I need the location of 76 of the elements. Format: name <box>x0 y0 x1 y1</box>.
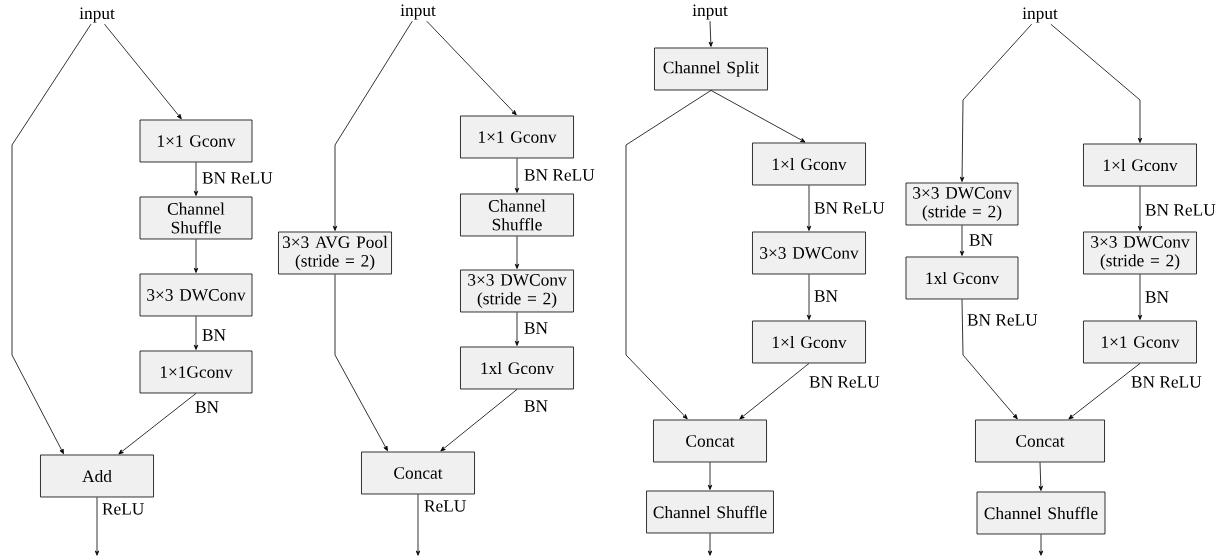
layer-box: 1×l Gconv <box>752 142 866 186</box>
arrow <box>961 299 1018 420</box>
arrow <box>625 90 712 420</box>
arrow <box>1137 186 1143 231</box>
edge-label: BN ReLU <box>966 313 1039 327</box>
layer-box: 1×1 Gconv <box>139 119 253 163</box>
arrow <box>514 312 520 346</box>
layer-box: 3×3 DWConv <box>752 231 866 275</box>
layer-box: 1×1Gconv <box>139 350 253 394</box>
input-label: input <box>79 7 115 23</box>
layer-box: 1×1 Gconv <box>460 115 574 159</box>
arrow <box>193 316 199 350</box>
arrow <box>440 389 518 452</box>
layer-box: 1×l Gconv <box>1083 143 1197 187</box>
arrow <box>959 23 1033 182</box>
arrow <box>959 225 965 256</box>
edge-label: BN ReLU <box>813 201 886 215</box>
arrow <box>514 158 520 193</box>
layer-box: 1×l Gconv <box>752 320 866 364</box>
arrow <box>708 20 713 47</box>
layer-box: Add <box>40 454 154 498</box>
arrow <box>193 162 199 196</box>
arrow <box>710 90 806 143</box>
edge-label: ReLU <box>423 499 467 513</box>
layer-box: 1xl Gconv <box>460 346 574 390</box>
layer-box: 3×3 DWConv (stride = 2) <box>905 182 1019 226</box>
arrow <box>707 533 713 556</box>
edge-label: BN <box>1144 290 1170 304</box>
layer-box: Channel Shuffle <box>646 490 774 534</box>
layer-box: Channel Shuffle <box>460 193 574 237</box>
layer-box: 1xl Gconv <box>905 256 1019 300</box>
arrow <box>1038 534 1044 556</box>
arrow <box>806 185 812 231</box>
arrow <box>1038 462 1043 491</box>
arrow <box>739 363 810 420</box>
arrow <box>104 23 182 120</box>
edge-label: BN ReLU <box>808 375 881 389</box>
arrow <box>1050 23 1143 143</box>
edge-label: BN ReLU <box>1130 375 1203 389</box>
layer-box: Channel Shuffle <box>976 491 1106 535</box>
arrow <box>193 239 199 273</box>
layer-box: 3×3 DWConv (stride = 2) <box>1083 231 1197 275</box>
arrow <box>118 393 197 455</box>
arrow <box>415 494 421 556</box>
arrow <box>1068 363 1141 420</box>
layer-box: Concat <box>653 419 767 463</box>
arrow <box>1137 274 1143 320</box>
layer-box: Channel Shuffle <box>139 196 253 240</box>
edge-label: BN <box>201 328 227 342</box>
layer-box: Concat <box>975 419 1105 463</box>
edge-label: BN ReLU <box>1144 203 1217 217</box>
layer-box: Channel Split <box>654 47 768 91</box>
layer-box: 3×3 DWConv <box>139 273 253 317</box>
edge-label: BN <box>968 233 994 247</box>
layer-box: Concat <box>361 451 475 495</box>
edge-label: BN ReLU <box>523 168 596 182</box>
layer-box: 3×3 AVG Pool (stride = 2) <box>278 231 392 275</box>
edge-label: BN <box>523 399 549 413</box>
arrow <box>707 462 713 490</box>
arrow <box>806 274 812 320</box>
edge-label: ReLU <box>101 502 145 516</box>
arrow <box>11 23 92 455</box>
arrow <box>334 274 388 452</box>
arrow <box>514 236 520 269</box>
edge-label: BN ReLU <box>201 171 274 185</box>
layer-box: 1×1 Gconv <box>1083 320 1197 364</box>
edge-label: BN <box>813 289 839 303</box>
arrow <box>426 20 517 116</box>
input-label: input <box>1022 7 1058 23</box>
arrow <box>332 20 413 231</box>
arrow <box>94 497 100 556</box>
input-label: input <box>692 4 728 20</box>
layer-box: 3×3 DWConv (stride = 2) <box>460 269 574 313</box>
input-label: input <box>400 4 436 20</box>
edge-label: BN <box>194 400 220 414</box>
edge-label: BN <box>523 321 549 335</box>
